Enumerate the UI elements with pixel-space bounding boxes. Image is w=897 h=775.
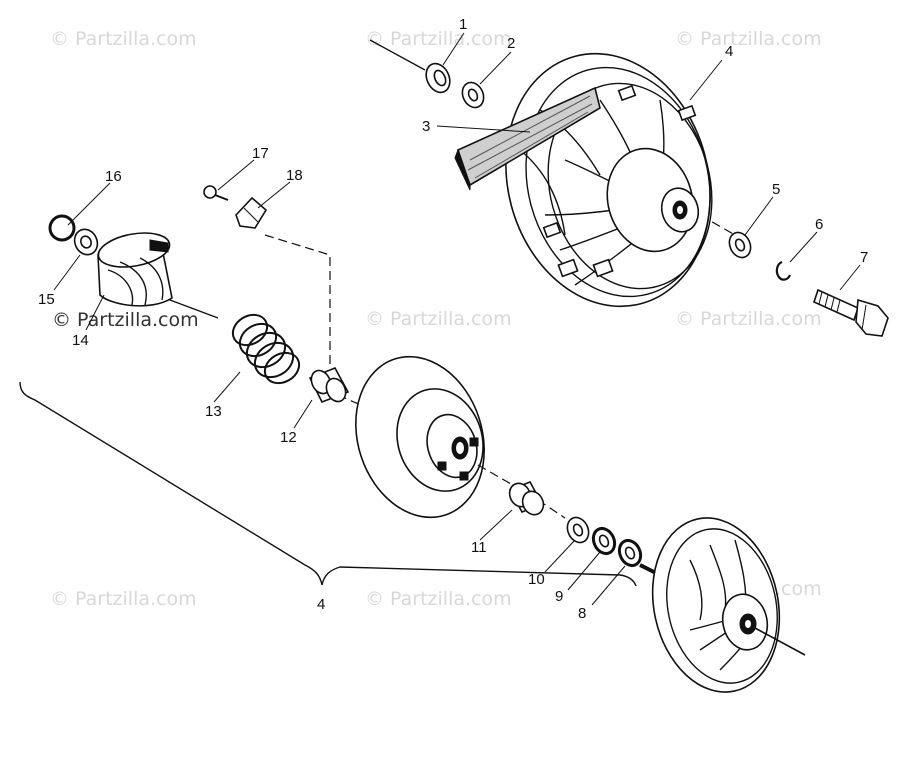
callout-11: 11 <box>471 539 487 556</box>
screw-part-17 <box>203 185 229 201</box>
callout-1: 1 <box>459 16 467 33</box>
washer-part-2 <box>461 81 485 109</box>
callout-4: 4 <box>725 43 733 60</box>
callout-5: 5 <box>772 181 780 198</box>
lockwasher-part-6 <box>775 260 792 281</box>
assembly-callout-4: 4 <box>317 596 325 613</box>
washer-part-15 <box>73 228 99 256</box>
washer-part-8 <box>617 538 643 568</box>
assembly-bracket <box>19 381 637 587</box>
spider-cam-part-14 <box>97 232 173 307</box>
watermark: © Partzilla.com <box>365 308 512 330</box>
callout-12: 12 <box>280 429 297 446</box>
callout-16: 16 <box>105 168 122 185</box>
callout-15: 15 <box>38 291 55 308</box>
sheave-part-4 <box>505 52 713 308</box>
callout-14: 14 <box>72 332 89 349</box>
callouts: 1 2 3 4 5 6 7 8 9 10 11 12 13 14 15 16 1… <box>38 16 868 622</box>
callout-2: 2 <box>507 35 515 52</box>
watermark: © Partzilla.com <box>365 28 512 50</box>
callout-17: 17 <box>252 145 269 162</box>
callout-8: 8 <box>578 605 586 622</box>
callout-18: 18 <box>286 167 303 184</box>
snapring-part-16 <box>48 214 76 242</box>
bolt-part-7 <box>813 288 889 337</box>
callout-9: 9 <box>555 588 563 605</box>
callout-3: 3 <box>422 118 430 135</box>
callout-13: 13 <box>205 403 222 420</box>
fixed-sheave <box>639 517 806 693</box>
bushing-part-11 <box>508 480 545 516</box>
watermark: © Partzilla.com <box>50 588 197 610</box>
movable-sheave <box>355 355 485 519</box>
spring-part-13 <box>231 313 301 385</box>
watermark: © Partzilla.com <box>675 28 822 50</box>
bearing-part-1 <box>425 62 451 94</box>
watermark: © Partzilla.com <box>365 588 512 610</box>
washer-part-10 <box>566 516 590 544</box>
washer-part-9 <box>591 526 617 556</box>
callout-6: 6 <box>815 216 823 233</box>
washer-part-5 <box>728 231 752 259</box>
belt-part-3 <box>454 86 601 191</box>
bushing-part-12 <box>308 366 350 404</box>
watermark: © Partzilla.com <box>50 28 197 50</box>
button-part-18 <box>235 196 268 229</box>
watermark-dark: © Partzilla.com <box>52 309 199 331</box>
lower-axis <box>477 464 519 489</box>
leader-lines <box>53 32 861 606</box>
watermark: © Partzilla.com <box>675 308 822 330</box>
callout-10: 10 <box>528 571 545 588</box>
callout-7: 7 <box>860 249 868 266</box>
